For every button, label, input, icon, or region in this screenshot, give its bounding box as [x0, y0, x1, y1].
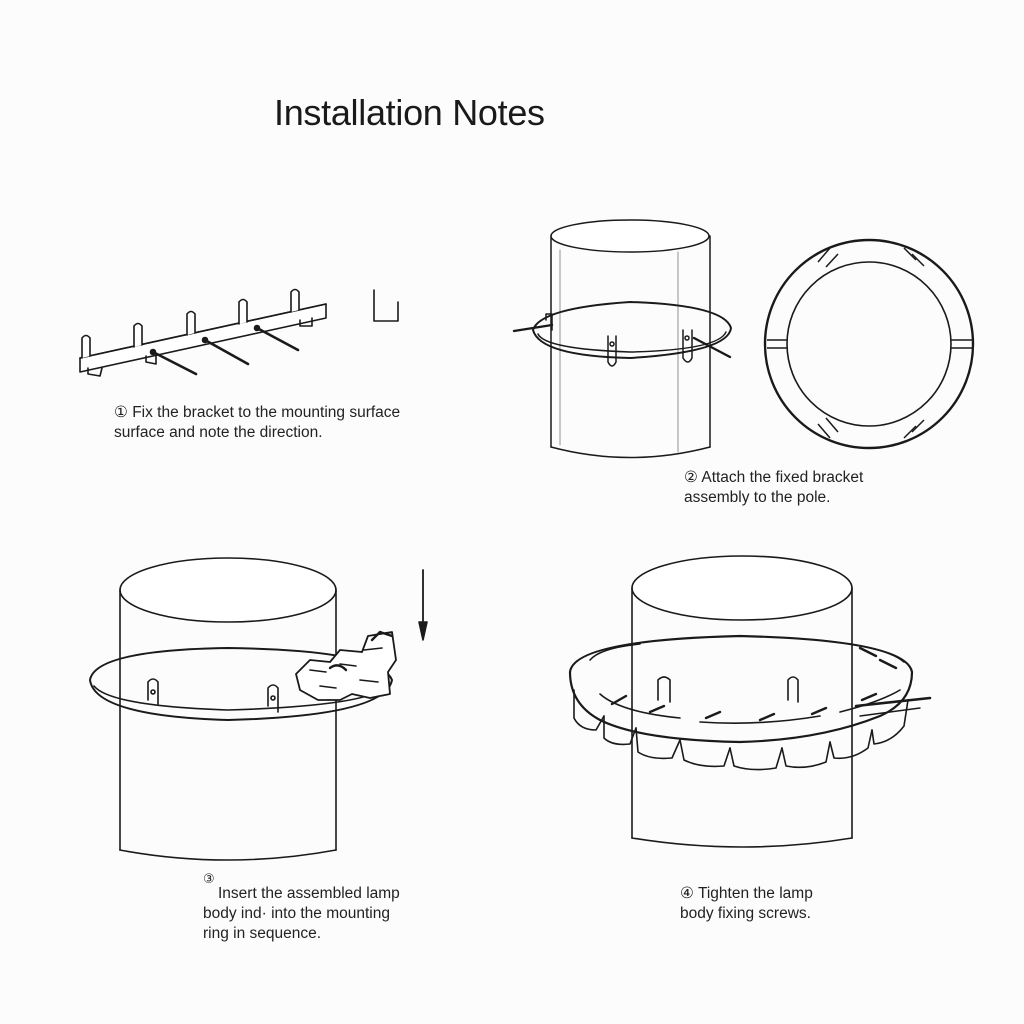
step-1-text-2: surface and note the direction. — [114, 424, 323, 441]
step-3-text-3: ring in sequence. — [203, 925, 322, 942]
step-2-marker: ② — [684, 469, 698, 486]
step-4-line-1: ④ Tighten the lamp — [680, 884, 813, 904]
step-3-text-2: body ind· into the mounting — [203, 905, 390, 922]
step-4-text-2: body fixing screws. — [680, 905, 811, 922]
step-2-text-2: assembly to the pole. — [684, 489, 831, 506]
step-1-caption: ① Fix the bracket to the mounting surfac… — [114, 403, 400, 443]
step-1-text-1: Fix the bracket to the mounting surface — [132, 404, 401, 421]
step-3-text-1: Insert the assembled lamp — [218, 885, 400, 902]
step-1-marker: ① — [114, 404, 128, 421]
step-4-caption: ④ Tighten the lamp body fixing screws. — [680, 884, 813, 924]
step-2-caption: ② Attach the fixed bracket assembly to t… — [684, 468, 863, 508]
step-3-marker: ③ — [203, 871, 215, 886]
step-4-text-1: Tighten the lamp — [697, 885, 813, 902]
step-3-caption: ③ Insert the assembled lamp body ind· in… — [203, 870, 400, 944]
page-title: Installation Notes — [274, 92, 545, 133]
step-2-line-1: ② Attach the fixed bracket — [684, 468, 863, 488]
step-1-line-1: ① Fix the bracket to the mounting surfac… — [114, 403, 400, 423]
step-4-marker: ④ — [680, 885, 694, 902]
step-2-text-1: Attach the fixed bracket — [701, 469, 864, 486]
